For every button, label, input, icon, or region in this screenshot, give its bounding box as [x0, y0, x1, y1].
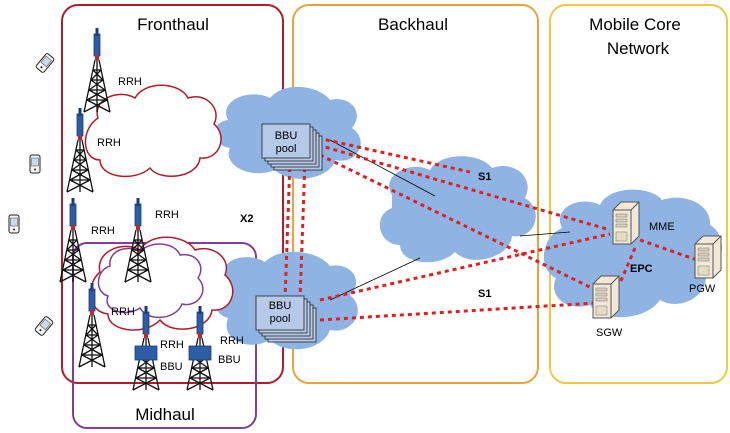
- s1-x2-interfaces: [283, 136, 698, 322]
- backhaul-region: [292, 4, 539, 384]
- backhaul-title: Backhaul: [378, 15, 448, 34]
- sgw-label: SGW: [596, 327, 623, 339]
- bbu-label: BBU: [160, 361, 183, 373]
- s1-interface-label: S1: [478, 171, 491, 183]
- mme-label: MME: [649, 221, 675, 233]
- fronthaul-region: [61, 4, 284, 384]
- bbu-unit: [134, 345, 158, 361]
- tower-icon: [124, 197, 152, 283]
- rrh-label: RRH: [160, 339, 184, 351]
- midhaul-title: Midhaul: [135, 405, 195, 424]
- bbu-pool-top-label-line2: pool: [276, 143, 297, 155]
- rrh-label: RRH: [97, 137, 121, 149]
- bbu-pool-bottom-label-line2: pool: [270, 313, 291, 325]
- x2-interface-label: X2: [240, 213, 253, 225]
- core-title-line2: Network: [607, 39, 670, 58]
- epc-label: EPC: [630, 263, 653, 275]
- bbu-unit: [188, 345, 212, 361]
- s1-interface-label: S1: [478, 288, 491, 300]
- fronthaul-title: Fronthaul: [137, 15, 209, 34]
- pgw-label: PGW: [689, 283, 716, 295]
- phone-icon: [29, 154, 41, 174]
- backhaul-cloud-icon: [379, 156, 536, 263]
- tower-icon: [59, 197, 87, 283]
- phone-icon: [34, 52, 56, 74]
- core-title-line1: Mobile Core: [589, 15, 681, 34]
- pgw-server-icon: [694, 235, 722, 279]
- bbu-label: BBU: [218, 354, 241, 366]
- tower-icon: [83, 27, 111, 113]
- bbu-pool-bottom-label-line1: BBU: [269, 300, 292, 312]
- rrh-label: RRH: [155, 209, 179, 221]
- fronthaul-cloud-icon: [84, 84, 222, 178]
- mme-server-icon: [612, 201, 640, 245]
- rrh-label: RRH: [111, 306, 135, 318]
- phone-icon: [8, 214, 20, 234]
- rrh-label: RRH: [91, 225, 115, 237]
- rrh-label: RRH: [220, 335, 244, 347]
- phone-icon: [33, 315, 55, 337]
- sgw-server-icon: [592, 275, 620, 319]
- rrh-label: RRH: [118, 76, 142, 88]
- mobile-core-region: [549, 4, 728, 384]
- bbu-pool-top-label-line1: BBU: [275, 130, 298, 142]
